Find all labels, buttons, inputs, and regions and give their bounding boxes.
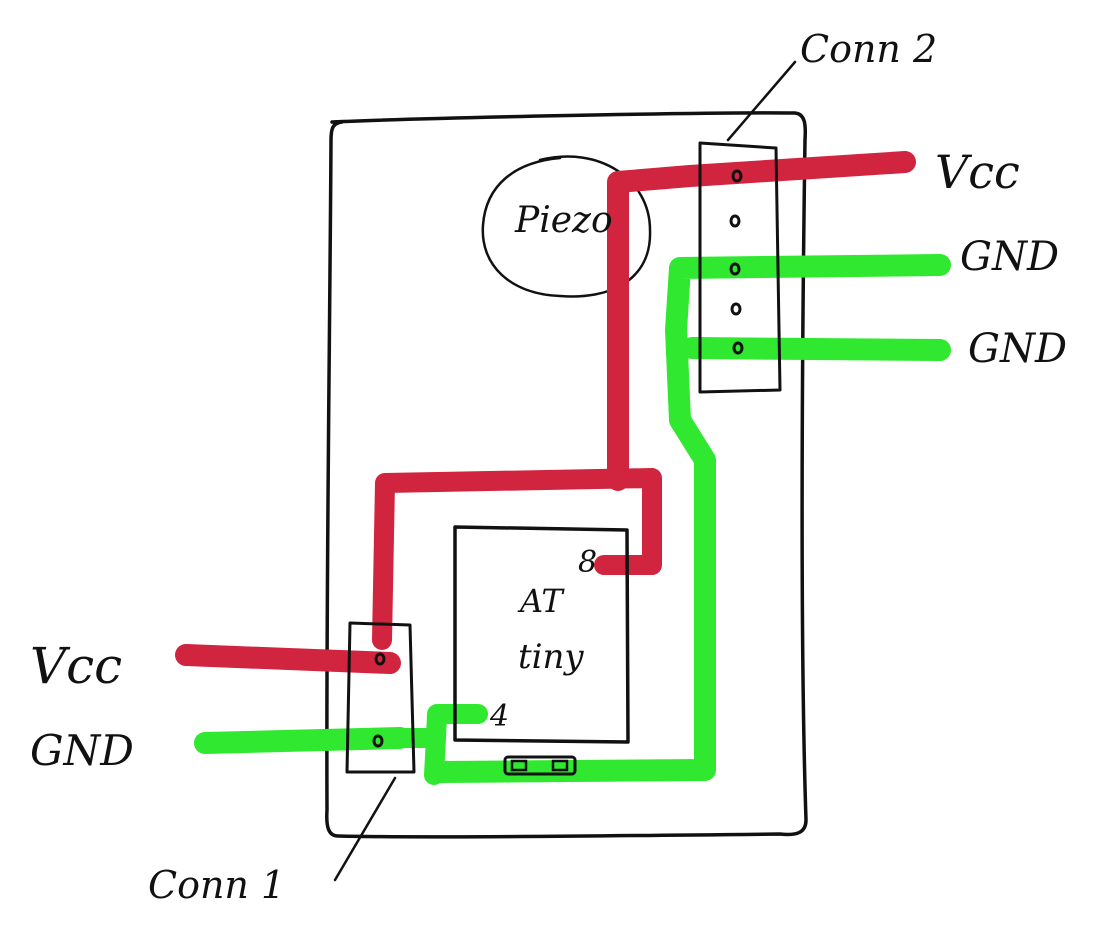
gnd-trace-right-1 xyxy=(429,254,951,783)
chip-label-line2: tiny xyxy=(518,637,584,677)
gnd-right-label-1: GND xyxy=(960,234,1059,280)
capacitor-pad-left xyxy=(510,759,528,772)
vcc-trace-left xyxy=(175,644,401,674)
conn2-body xyxy=(698,141,782,394)
vcc-right-label: Vcc xyxy=(935,145,1020,199)
conn2-pins xyxy=(729,169,744,355)
conn2-leader-line xyxy=(726,60,797,142)
chip-label-line1: AT xyxy=(517,582,565,620)
conn1-body xyxy=(345,621,416,774)
conn2-pin-5 xyxy=(732,341,744,355)
capacitor-body xyxy=(503,755,577,776)
conn2-pin-2 xyxy=(729,214,741,228)
conn2-label: Conn 2 xyxy=(800,27,937,71)
gnd-trace-right-2 xyxy=(681,337,951,361)
gnd-trace-left xyxy=(194,727,411,754)
capacitor xyxy=(503,755,577,776)
conn1-pin-2 xyxy=(372,734,384,748)
conn1-pins xyxy=(372,652,386,748)
pin-8-label: 8 xyxy=(578,545,597,580)
gnd-left-label: GND xyxy=(30,726,134,775)
gnd-traces xyxy=(194,254,951,785)
conn2-pin-1 xyxy=(731,169,743,183)
vcc-trace-right xyxy=(607,151,916,491)
capacitor-pad-right xyxy=(551,759,569,772)
vcc-trace-chip xyxy=(372,468,662,650)
vcc-traces xyxy=(175,151,916,674)
piezo-label: Piezo xyxy=(514,200,613,241)
conn2-pin-4 xyxy=(730,302,742,316)
gnd-right-label-2: GND xyxy=(968,326,1067,372)
conn2-pin-3 xyxy=(729,262,741,276)
pin-4-label: 4 xyxy=(489,699,509,734)
conn1-label: Conn 1 xyxy=(148,863,285,907)
board-outline xyxy=(325,111,808,839)
gnd-trace-chip-pin4 xyxy=(390,704,488,785)
conn1-leader-line xyxy=(333,776,397,882)
attiny-chip-body xyxy=(453,525,630,744)
conn1-pin-1 xyxy=(374,652,386,666)
vcc-left-label: Vcc xyxy=(30,637,122,695)
